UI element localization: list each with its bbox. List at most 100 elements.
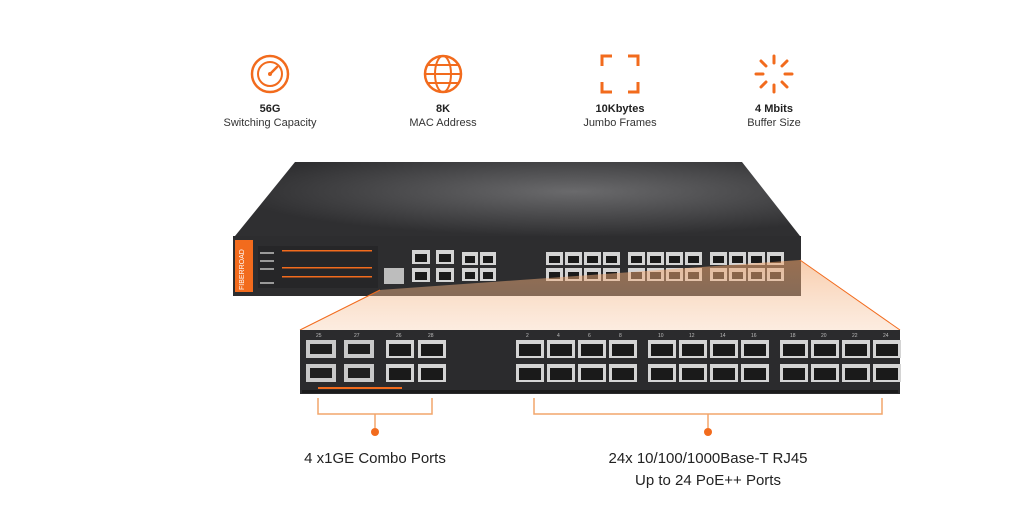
rj45-port-socket [612,368,634,380]
port-number-label: 24 [883,333,889,339]
rj45-caption-line2: Up to 24 PoE++ Ports [635,472,781,489]
front-combo-port-socket [483,256,493,263]
loading-burst-icon [754,54,794,94]
rj45-port-socket [876,368,898,380]
rj45-port-socket [550,344,572,356]
rj45-port-socket [389,344,411,356]
combo-bracket-dot [371,428,379,436]
spec-value: 8K [435,103,451,115]
front-rj45-port-socket [732,256,743,263]
port-number-label: 6 [588,333,591,339]
rj45-port-socket [744,344,766,356]
zoom-beam [300,260,900,330]
front-rj45-port-socket [549,256,560,263]
port-number-label: 22 [852,333,858,339]
rj45-port-socket [783,344,805,356]
spec-label: Buffer Size [747,117,801,129]
zoom-panel [300,330,900,394]
rj45-port-socket [389,368,411,380]
combo-bracket [317,398,433,428]
rj45-port-socket [783,368,805,380]
rj45-bracket-dot [704,428,712,436]
rj45-port-socket [682,368,704,380]
rj45-port-socket [682,344,704,356]
spec-label: MAC Address [409,117,477,129]
chassis-top [235,162,800,236]
rj45-port-socket [845,368,867,380]
spec-buffer-size: 4 Mbits Buffer Size [694,52,854,130]
front-rj45-port-socket [770,256,781,263]
front-rj45-port-socket [549,272,560,279]
zoom-panel-edge [302,390,898,393]
spec-switching-capacity: 56G Switching Capacity [190,52,350,130]
front-combo-port-socket [465,256,475,263]
port-number-label: 12 [689,333,695,339]
port-number-label: 2 [526,333,529,339]
rj45-port-socket [550,368,572,380]
front-rj45-port-socket [650,256,661,263]
console-port [384,268,404,284]
combo-ports-caption-text: 4 x1GE Combo Ports [304,450,446,467]
sfp-cages [306,340,374,382]
rj45-port-socket [612,344,634,356]
rj45-ports-caption: 24x 10/100/1000Base-T RJ45 Up to 24 PoE+… [570,448,846,492]
port-number-label: 8 [619,333,622,339]
rj45-port-socket [581,344,603,356]
front-combo-port-socket [465,272,475,279]
front-rj45-port-socket [713,256,724,263]
brand-logo: FIBERROAD [239,249,246,290]
front-sfp-port-socket [439,254,451,262]
port-number-label: 16 [751,333,757,339]
rj45-port-socket [744,368,766,380]
port-number-label: 18 [790,333,796,339]
combo-ports-caption: 4 x1GE Combo Ports [270,448,480,470]
front-sfp-port-socket [415,254,427,262]
port-number-label: 20 [821,333,827,339]
combo-port-number-label: 25 [316,333,322,339]
front-sfp-port-socket [439,272,451,280]
front-sfp-port-socket [415,272,427,280]
combo-port-number-label: 26 [396,333,402,339]
spec-value: 4 Mbits [755,103,793,115]
front-rj45-port-socket [568,256,579,263]
rj45-caption-line1: 24x 10/100/1000Base-T RJ45 [608,450,808,467]
port-number-label: 4 [557,333,560,339]
rj45-port-socket [421,344,443,356]
front-combo-port-socket [483,272,493,279]
spec-value: 10Kbytes [595,103,645,115]
front-rj45-port-socket [688,256,699,263]
port-number-label: 10 [658,333,664,339]
rj45-bracket [533,398,883,428]
rj45-port-socket [713,368,735,380]
rj45-port-socket [651,368,673,380]
spec-jumbo-frames: 10Kbytes Jumbo Frames [540,52,700,130]
globe-icon [423,54,463,94]
spec-mac-address: 8K MAC Address [363,52,523,130]
beam-edge-right [799,259,901,331]
frame-corners-icon [600,54,640,94]
status-led-panel [258,246,378,288]
front-rj45-port-socket [631,256,642,263]
beam-edge-left [299,289,381,331]
front-rj45-port-socket [587,256,598,263]
front-rj45-port-socket [751,256,762,263]
combo-port-number-label: 28 [428,333,434,339]
rj45-port-socket [814,344,836,356]
port-number-label: 14 [720,333,726,339]
rj45-port-socket [421,368,443,380]
rj45-port-socket [845,344,867,356]
front-rj45-port-socket [568,272,579,279]
spec-label: Switching Capacity [223,117,317,129]
speedometer-icon [250,54,290,94]
spec-label: Jumbo Frames [583,117,657,129]
brand-strip [235,240,253,292]
rj45-port-socket [519,368,541,380]
front-rj45-port-socket [669,256,680,263]
rj45-port-socket [581,368,603,380]
front-rj45-port-socket [606,256,617,263]
combo-port-number-label: 27 [354,333,360,339]
rj45-port-bank [516,340,901,382]
combo-rj45-ports [386,340,446,382]
